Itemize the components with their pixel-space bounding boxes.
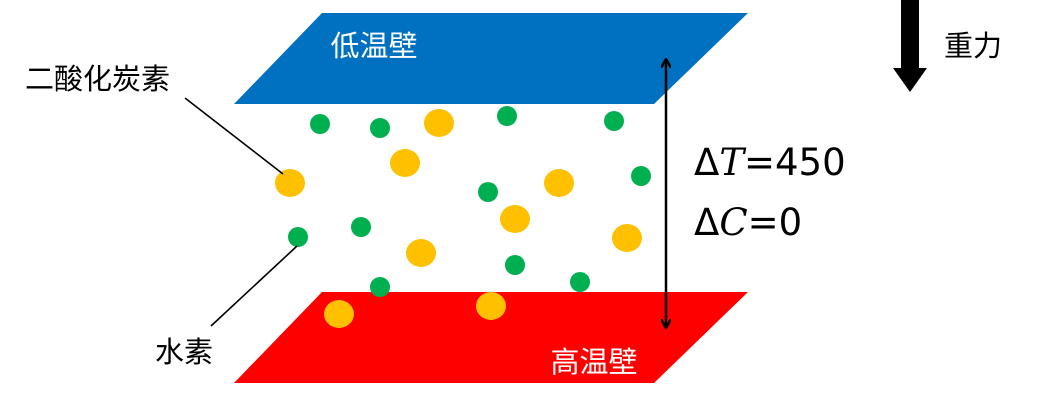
co2-particle [612, 224, 642, 252]
hydrogen-particle [570, 272, 590, 292]
hydrogen-particle [631, 166, 651, 186]
co2-particles [275, 109, 642, 328]
hydrogen-particle [288, 227, 308, 247]
cold-wall-label: 低温壁 [330, 29, 417, 63]
hydrogen-particle [497, 106, 517, 126]
delta-t-value: =450 [744, 141, 846, 184]
hydrogen-particle [351, 217, 371, 237]
hot-wall [234, 292, 748, 383]
hydrogen-leader-line [210, 245, 298, 327]
hydrogen-particle [310, 114, 330, 134]
co2-particle [500, 205, 530, 233]
hydrogen-particle [370, 118, 390, 138]
hydrogen-label: 水素 [155, 335, 213, 369]
delta-t-equation: ΔT=450 [694, 141, 846, 184]
co2-particle [275, 169, 305, 197]
cold-wall [234, 13, 748, 104]
delta-c-variable: C [719, 201, 747, 244]
co2-label: 二酸化炭素 [25, 62, 170, 96]
delta-c-value: =0 [748, 201, 803, 244]
hydrogen-particle [604, 111, 624, 131]
delta-t-symbol: Δ [694, 141, 719, 184]
gravity-arrow-icon [893, 0, 927, 92]
delta-c-equation: ΔC=0 [694, 201, 802, 244]
hydrogen-particle [478, 182, 498, 202]
hydrogen-particle [370, 277, 390, 297]
co2-leader-line [184, 97, 284, 175]
co2-particle [390, 149, 420, 177]
co2-particle [476, 292, 506, 320]
co2-particle [424, 109, 454, 137]
hydrogen-particle [505, 255, 525, 275]
co2-particle [324, 300, 354, 328]
hot-wall-label: 高温壁 [550, 345, 637, 379]
co2-particle [544, 169, 574, 197]
delta-t-variable: T [719, 141, 746, 184]
co2-particle [406, 239, 436, 267]
delta-c-symbol: Δ [694, 201, 719, 244]
hydrogen-particles [288, 106, 651, 297]
gravity-label: 重力 [944, 29, 1002, 63]
